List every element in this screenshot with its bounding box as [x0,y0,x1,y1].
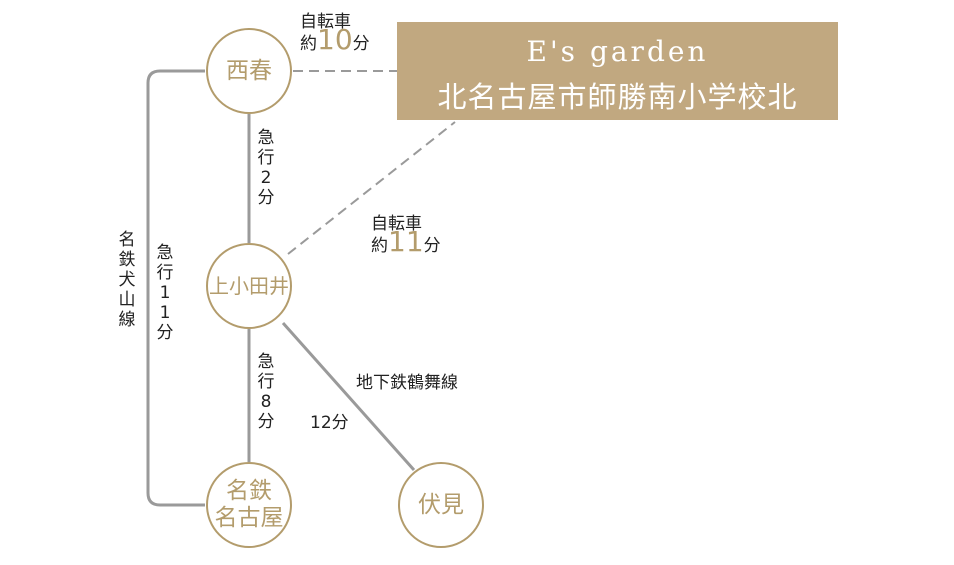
tsurumai-time-label: 12分 [310,413,349,433]
bike-dash-kamiotai [287,121,456,255]
vertical-char: 鉄 [118,250,136,270]
vertical-char: 行 [156,263,174,283]
vertical-char: 急 [257,128,275,148]
tsurumai-line-path [281,322,416,471]
vertical-char: 線 [118,310,136,330]
vertical-char: 分 [257,188,275,208]
bike-mode-label: 自転車 [300,12,351,32]
station-meitetsu-nagoya: 名鉄 名古屋 [206,462,292,548]
bike-minutes: 10 [317,23,353,56]
vertical-char: 山 [118,290,136,310]
destination-banner: E's garden 北名古屋市師勝南小学校北 [397,22,838,120]
vertical-char: 急 [156,243,174,263]
vertical-char: 2 [260,168,272,188]
vertical-char: 名 [118,230,136,250]
vertical-char: 11 [159,283,171,323]
bike-minutes: 11 [388,225,424,258]
approx-label: 約 [371,236,388,256]
station-label: 西春 [226,57,272,84]
express-time-2: 急 行 2 分 [256,128,276,208]
station-label: 上小田井 [209,273,289,298]
station-label: 伏見 [418,491,464,518]
vertical-char: 8 [260,392,272,412]
destination-name: E's garden [526,35,709,68]
minutes-unit: 分 [423,236,441,256]
station-kamiotai: 上小田井 [206,243,292,329]
vertical-char: 分 [156,323,174,343]
bike-mode-label: 自転車 [371,214,422,234]
minutes-unit: 分 [352,34,370,54]
express-time-11: 急 行 11 分 [155,243,175,343]
inuyama-line-label: 名 鉄 犬 山 線 [117,230,137,330]
bike-time-nishiharu: 自転車 約10分 [300,12,370,54]
inuyama-line-path [146,69,205,507]
tsurumai-line-label: 地下鉄鶴舞線 [356,373,458,393]
station-fushimi: 伏見 [398,462,484,548]
vertical-char: 犬 [118,270,136,290]
vertical-char: 分 [257,412,275,432]
station-label: 名鉄 名古屋 [214,478,284,531]
approx-label: 約 [300,34,317,54]
vertical-char: 行 [257,148,275,168]
express-time-8: 急 行 8 分 [256,352,276,432]
vertical-char: 急 [257,352,275,372]
vertical-char: 行 [257,372,275,392]
station-nishiharu: 西春 [206,28,292,114]
bike-time-kamiotai: 自転車 約11分 [371,214,441,256]
destination-place: 北名古屋市師勝南小学校北 [437,80,798,114]
